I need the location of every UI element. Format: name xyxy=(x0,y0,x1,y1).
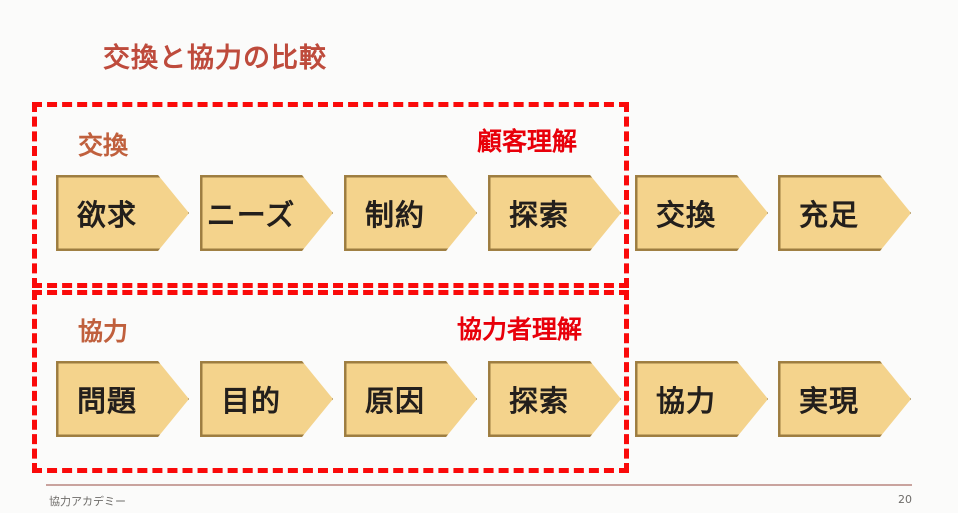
highlight-box-cooperation xyxy=(32,290,629,473)
group-label-cooperation: 協力 xyxy=(78,317,129,346)
chevron-step[interactable]: 充足 xyxy=(778,175,911,251)
chevron-label: 充足 xyxy=(798,198,859,232)
chevron-label: 欲求 xyxy=(76,198,137,232)
page-number: 20 xyxy=(898,493,912,506)
chevron-label: ニーズ xyxy=(206,198,296,232)
chevron-label: 探索 xyxy=(508,198,569,232)
process-row-exchange: 欲求 ニーズ 制約 探索 交換 充足 xyxy=(0,175,958,251)
chevron-step[interactable]: 協力 xyxy=(635,361,768,437)
chevron-label: 協力 xyxy=(655,384,716,418)
caption-collaborator-understanding: 協力者理解 xyxy=(457,315,583,344)
chevron-step[interactable]: 問題 xyxy=(56,361,189,437)
chevron-step[interactable]: 探索 xyxy=(488,175,621,251)
chevron-label: 実現 xyxy=(798,384,859,418)
chevron-step[interactable]: 原因 xyxy=(344,361,477,437)
group-label-exchange: 交換 xyxy=(78,131,129,160)
chevron-label: 交換 xyxy=(655,198,716,232)
chevron-label: 原因 xyxy=(364,384,425,418)
chevron-step[interactable]: 交換 xyxy=(635,175,768,251)
chevron-step[interactable]: 欲求 xyxy=(56,175,189,251)
chevron-step[interactable]: 実現 xyxy=(778,361,911,437)
chevron-label: 目的 xyxy=(220,384,281,418)
chevron-step[interactable]: 探索 xyxy=(488,361,621,437)
highlight-box-exchange xyxy=(32,102,629,288)
process-row-cooperation: 問題 目的 原因 探索 協力 実現 xyxy=(0,361,958,437)
chevron-step[interactable]: 目的 xyxy=(200,361,333,437)
chevron-label: 制約 xyxy=(364,198,425,232)
footer-divider xyxy=(46,484,912,486)
chevron-step[interactable]: ニーズ xyxy=(200,175,333,251)
caption-customer-understanding: 顧客理解 xyxy=(477,127,578,156)
chevron-label: 探索 xyxy=(508,384,569,418)
footer-brand: 協力アカデミー xyxy=(49,495,126,508)
chevron-step[interactable]: 制約 xyxy=(344,175,477,251)
chevron-label: 問題 xyxy=(76,384,137,418)
page-title: 交換と協力の比較 xyxy=(103,43,327,74)
